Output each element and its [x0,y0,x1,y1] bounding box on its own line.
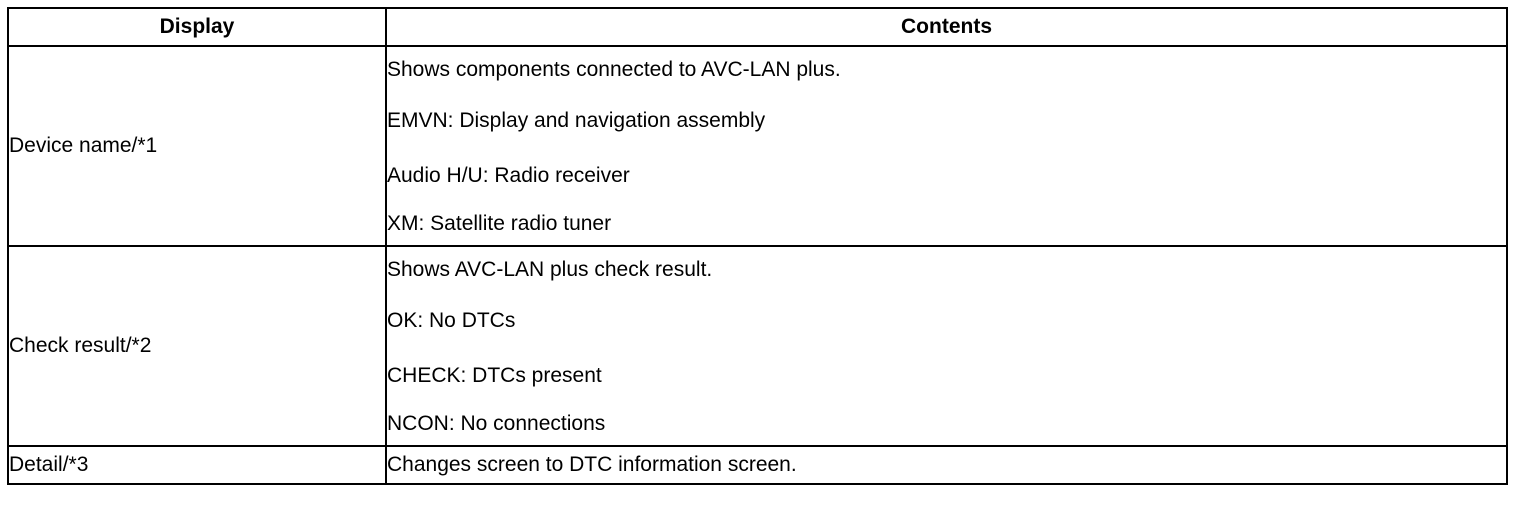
header-contents: Contents [385,7,1508,47]
table-row-device-name: Device name/*1 Shows components connecte… [7,45,1508,247]
header-display: Display [7,7,387,47]
contents-cell-check-result: Shows AVC-LAN plus check result. OK: No … [385,245,1508,447]
header-row: Display Contents [7,7,1508,47]
contents-line: EMVN: Display and navigation assembly [387,109,766,132]
contents-line: OK: No DTCs [387,309,516,332]
contents-line: CHECK: DTCs present [387,364,602,387]
display-contents-table: Display Contents Device name/*1 Shows co… [7,7,1508,485]
contents-line: Changes screen to DTC information screen… [387,453,797,476]
contents-line: XM: Satellite radio tuner [387,212,612,235]
contents-line: Shows AVC-LAN plus check result. [387,258,713,281]
display-cell-detail: Detail/*3 [7,445,387,485]
display-cell-device-name: Device name/*1 [7,45,387,247]
table-row-check-result: Check result/*2 Shows AVC-LAN plus check… [7,245,1508,447]
contents-cell-detail: Changes screen to DTC information screen… [385,445,1508,485]
display-cell-check-result: Check result/*2 [7,245,387,447]
table-row-detail: Detail/*3 Changes screen to DTC informat… [7,445,1508,485]
contents-line: NCON: No connections [387,412,606,435]
contents-line: Audio H/U: Radio receiver [387,164,630,187]
contents-cell-device-name: Shows components connected to AVC-LAN pl… [385,45,1508,247]
contents-line: Shows components connected to AVC-LAN pl… [387,58,841,81]
